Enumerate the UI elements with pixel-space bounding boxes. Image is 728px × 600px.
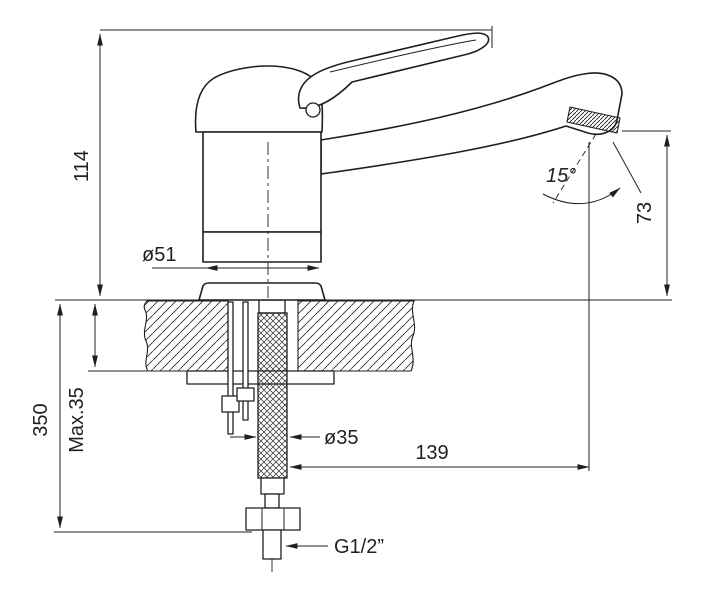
- faucet-body-lower: [202, 231, 322, 263]
- dim-thread: G1/2”: [285, 536, 384, 558]
- dim-114: 114: [71, 26, 493, 297]
- dim-73: 73: [622, 130, 671, 297]
- countertop: [55, 299, 672, 372]
- connection-hex-nut: [245, 507, 301, 531]
- dim-114-label: 114: [71, 150, 93, 182]
- dim-139: 139: [289, 142, 590, 471]
- lever-contour-line: [329, 39, 477, 73]
- countertop-slab-right: [297, 300, 416, 372]
- faucet-base-flange: [198, 282, 326, 301]
- outlet-axis-dashed-line: [552, 133, 597, 204]
- threaded-tail-pipe: [262, 529, 282, 560]
- dim-dia51: ø51: [142, 244, 320, 271]
- spout: [320, 72, 623, 175]
- dim-angle15-label: 15°: [546, 165, 576, 187]
- stud-nut-left: [221, 395, 240, 413]
- mounting-stud-left: [227, 301, 234, 435]
- angle-arc: [542, 187, 621, 205]
- faucet: [194, 32, 623, 301]
- dim-dia35-label: ø35: [324, 427, 358, 449]
- hose-bottom-fitting: [260, 477, 285, 495]
- hose-braided-section: [257, 312, 288, 479]
- dim-dia35: ø35: [230, 427, 358, 449]
- dim-dia51-label: ø51: [142, 244, 176, 266]
- hex-nut-body: [245, 507, 301, 531]
- angle-reference-line: [612, 141, 642, 194]
- dim-73-label: 73: [634, 202, 656, 224]
- lever-handle: [297, 32, 490, 109]
- dim-thread-label: G1/2”: [334, 536, 384, 558]
- countertop-slab-left: [143, 300, 229, 372]
- aerator: [566, 106, 621, 134]
- mounting-stud-right: [242, 301, 249, 421]
- hose-top-fitting: [258, 299, 286, 314]
- stud-nut-right: [236, 387, 255, 402]
- hose-connector-pipe: [264, 493, 280, 509]
- dim-max35: Max.35: [66, 303, 147, 453]
- cap-indicator-dot: [305, 102, 321, 118]
- faucet-body-upper: [202, 131, 322, 233]
- dim-angle15: 15°: [542, 133, 642, 205]
- dim-139-label: 139: [415, 442, 448, 464]
- dim-max35-label: Max.35: [66, 387, 88, 453]
- dim-350-label: 350: [30, 403, 52, 436]
- dim-350: 350: [30, 303, 252, 533]
- supply-hose: [245, 299, 301, 576]
